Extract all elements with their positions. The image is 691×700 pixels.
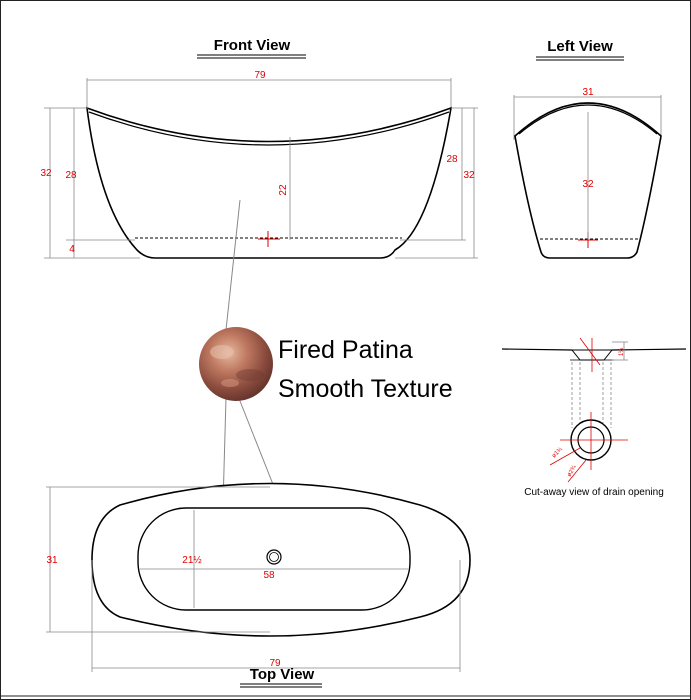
- finish-texture: Smooth Texture: [278, 375, 453, 403]
- finish-name: Fired Patina: [278, 336, 413, 364]
- front-view: Front View 79 22 32 28 4 28: [40, 37, 478, 259]
- top-inner-length-label: 58: [263, 570, 275, 581]
- left-view: Left View 31 32: [513, 38, 662, 259]
- top-inner-width-label: 21½: [182, 555, 202, 566]
- top-view-title: Top View: [250, 666, 315, 683]
- drain-caption: Cut-away view of drain opening: [524, 487, 664, 498]
- left-view-title: Left View: [547, 38, 613, 55]
- front-height-right-inner: 28: [446, 154, 458, 165]
- finish-callout: Fired Patina Smooth Texture: [199, 199, 453, 541]
- drain-cutaway: 1¼ ø1¾ ø2¾ Cut-away view of drain openin…: [501, 337, 687, 498]
- left-height-label: 32: [582, 179, 594, 190]
- front-height-right-outer: 32: [463, 170, 475, 181]
- leader-line-top-rim: [237, 395, 279, 498]
- front-tub-rim: [88, 111, 450, 146]
- patina-swatch: [199, 327, 273, 401]
- front-height-left-outer: 32: [40, 168, 52, 179]
- drain-depth-label: 1¼: [619, 347, 625, 356]
- drain-outer-diameter: ø2¾: [567, 464, 579, 478]
- front-base-label: 4: [69, 244, 75, 255]
- front-tub-outline: [86, 106, 453, 259]
- top-view: 31 21½ 58 79 Top View: [46, 482, 471, 688]
- front-depth-label: 22: [278, 184, 289, 196]
- front-height-left-inner: 28: [65, 170, 77, 181]
- drain-inner-diameter: ø1¾: [551, 446, 564, 459]
- leader-line-front: [225, 199, 241, 331]
- front-width-label: 79: [254, 70, 266, 81]
- left-width-label: 31: [582, 87, 594, 98]
- left-tub-rim: [518, 104, 658, 135]
- top-depth-label: 31: [46, 555, 58, 566]
- top-width-label: 79: [269, 658, 281, 669]
- front-view-title: Front View: [214, 37, 291, 54]
